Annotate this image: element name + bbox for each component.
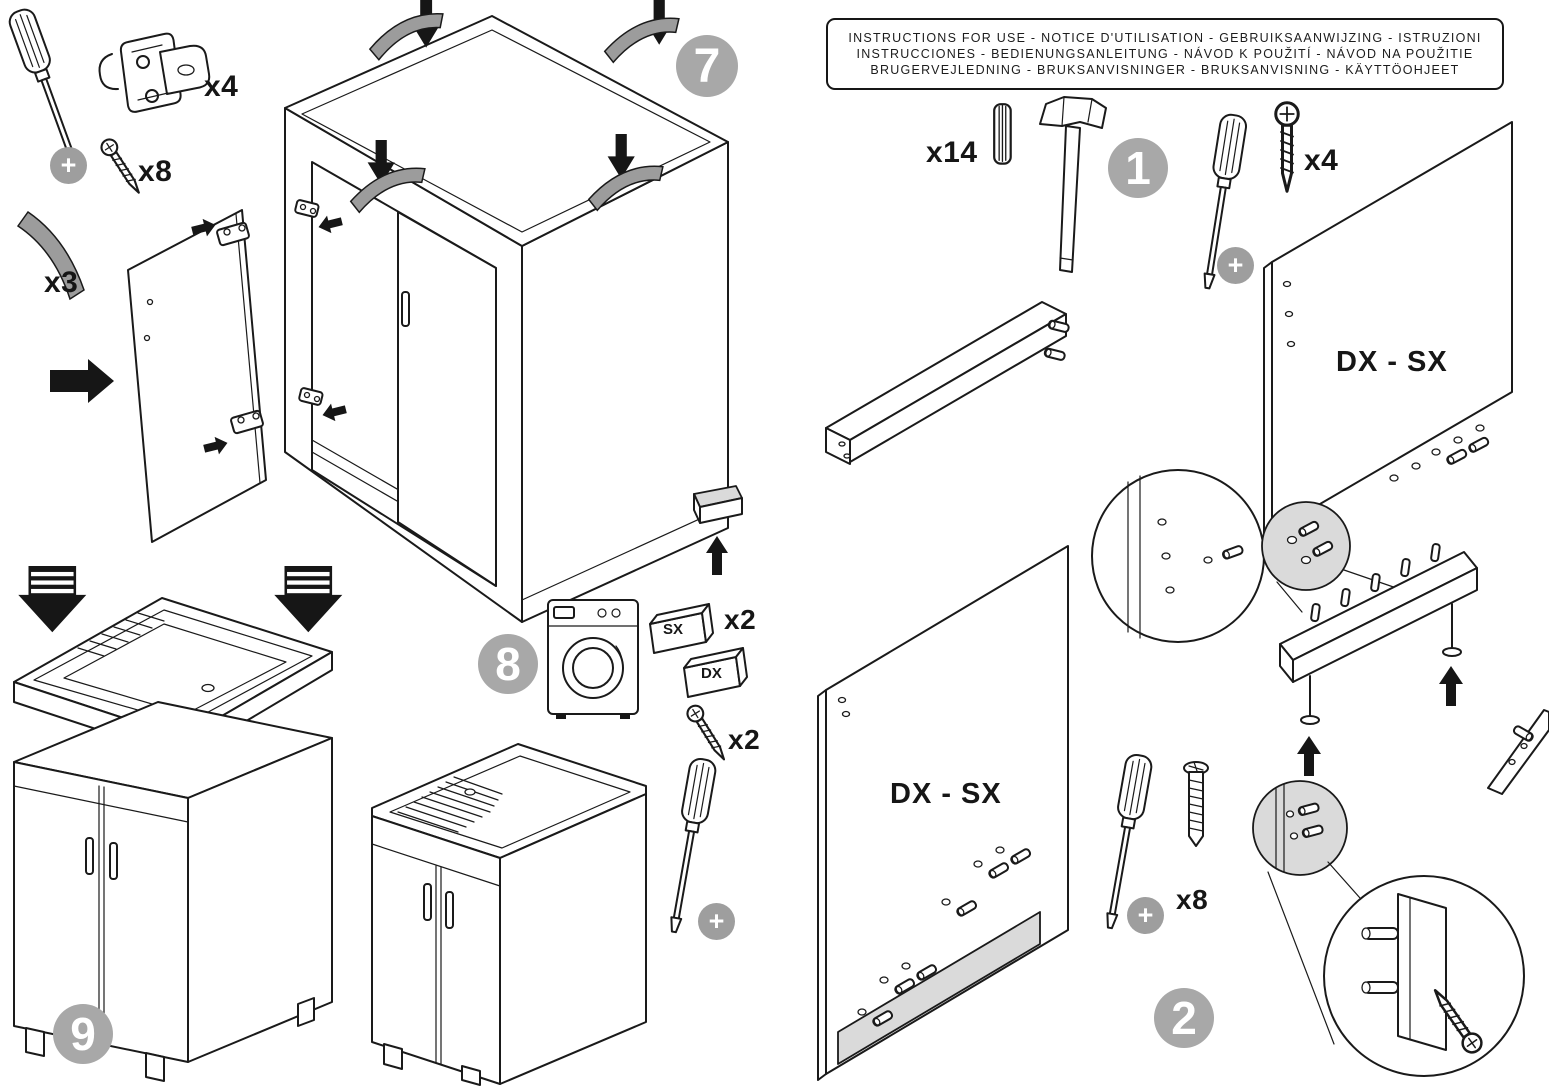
side-board-partial — [1487, 709, 1549, 795]
phillips-icon: + — [1217, 247, 1254, 284]
side-panel-right — [1263, 121, 1513, 539]
detail-circle-holes — [1091, 469, 1265, 643]
qty-hinges: x4 — [204, 70, 239, 103]
spacer-sx-icon — [649, 603, 714, 654]
step-7-badge: 7 — [676, 35, 738, 97]
detail-circle-corner — [1252, 780, 1361, 1045]
hammer-icon — [1039, 96, 1107, 273]
detail-circle-dowels — [1261, 501, 1409, 613]
qty-dowels: x14 — [926, 136, 978, 169]
spacer-dx-label: DX — [701, 665, 722, 682]
open-cabinet — [284, 15, 743, 623]
wood-dowel-icon — [993, 103, 1012, 165]
insert-arrow — [50, 359, 114, 403]
detail-circle-cam — [1323, 875, 1525, 1077]
step-1-badge: 1 — [1108, 138, 1168, 198]
instructions-line-3: BRUGERVEJLEDNING - BRUKSANVISNINGER - BR… — [870, 63, 1460, 77]
instructions-line-2: INSTRUCCIONES - BEDIENUNGSANLEITUNG - NÁ… — [856, 47, 1474, 61]
qty-fittings-s2: x8 — [1176, 884, 1209, 915]
qty-spacers: x2 — [724, 604, 757, 635]
qty-screws-s8: x2 — [728, 724, 761, 755]
euro-screw-icon — [1183, 761, 1209, 847]
top-rail-board — [825, 301, 1071, 465]
panel-label-right: DX - SX — [1336, 346, 1448, 378]
phillips-icon: + — [1127, 897, 1164, 934]
step-8-badge: 8 — [478, 634, 538, 694]
screw-icon — [683, 701, 732, 765]
hinge-icon — [98, 32, 211, 113]
instructions-box: INSTRUCTIONS FOR USE - NOTICE D'UTILISAT… — [826, 18, 1504, 90]
phillips-icon: + — [698, 903, 735, 940]
instructions-line-1: INSTRUCTIONS FOR USE - NOTICE D'UTILISAT… — [848, 31, 1482, 45]
phillips-icon: + — [50, 147, 87, 184]
spacer-sx-label: SX — [663, 621, 684, 638]
screw-icon — [1274, 101, 1300, 193]
washing-machine-icon — [547, 599, 639, 719]
step-9-badge: 9 — [53, 1004, 113, 1064]
plinth-board — [1279, 543, 1478, 776]
side-panel-left — [817, 545, 1069, 1081]
qty-screws-s1: x4 — [1304, 144, 1339, 177]
step-2-badge: 2 — [1154, 988, 1214, 1048]
qty-screws-s7: x8 — [138, 155, 173, 188]
assembled-cabinet — [371, 743, 647, 1086]
edge-strip-icon — [16, 210, 85, 301]
base-cabinet — [13, 701, 333, 1082]
panel-label-left: DX - SX — [890, 778, 1002, 810]
spacer-dx-icon — [683, 647, 748, 698]
qty-strips: x3 — [44, 266, 79, 299]
door-panel — [127, 209, 267, 543]
